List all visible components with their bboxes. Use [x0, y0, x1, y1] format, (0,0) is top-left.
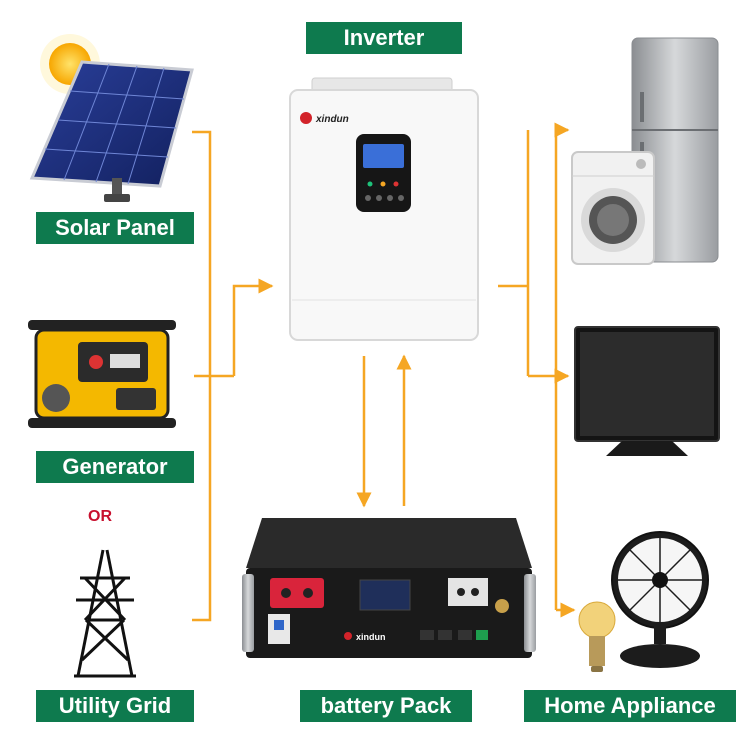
power-tower-icon — [74, 549, 136, 678]
television-icon — [574, 326, 720, 456]
or-text: OR — [88, 508, 112, 525]
battery-pack-icon: xindun — [242, 518, 536, 658]
home-appliance-label: Home Appliance — [524, 690, 736, 722]
utility-grid-label: Utility Grid — [36, 690, 194, 722]
solar-panel-icon — [29, 60, 194, 202]
battery-pack-label: battery Pack — [300, 690, 472, 722]
battery-brand: xindun — [356, 632, 386, 642]
inverter-device-icon: xindun — [289, 77, 479, 341]
light-bulb-icon — [578, 601, 616, 672]
generator-label: Generator — [36, 451, 194, 483]
source-connector — [192, 130, 274, 622]
inverter-brand: xindun — [315, 114, 349, 125]
appliance-connector — [498, 122, 576, 618]
generator-icon — [28, 320, 176, 428]
fan-icon — [611, 531, 709, 668]
battery-flow-arrows — [356, 354, 412, 508]
washing-machine-icon — [571, 151, 655, 265]
inverter-label: Inverter — [306, 22, 462, 54]
solar-panel-label: Solar Panel — [36, 212, 194, 244]
